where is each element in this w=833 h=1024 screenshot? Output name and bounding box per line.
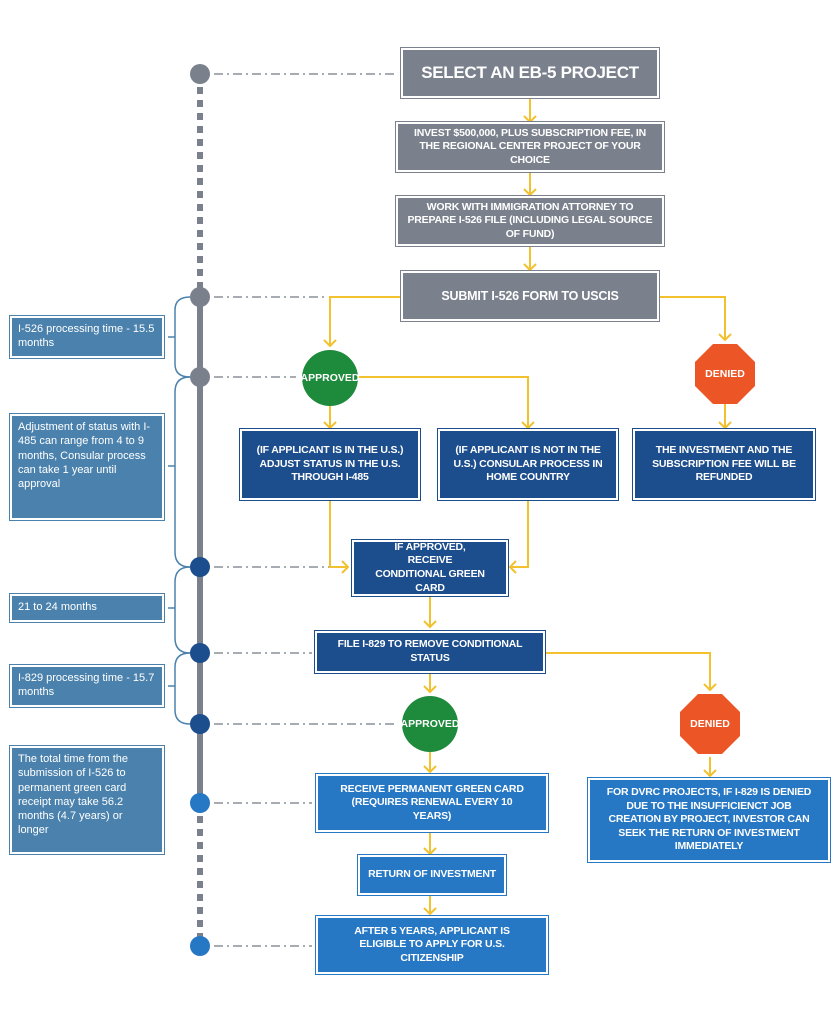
arrow-line xyxy=(329,500,348,568)
timeline-node xyxy=(190,557,210,577)
arrow-heads xyxy=(323,115,732,916)
step-citizenship: AFTER 5 YEARS, APPLICANT IS ELIGIBLE TO … xyxy=(318,918,546,972)
note-total-time: The total time from the submission of I-… xyxy=(12,748,162,852)
step-refund: THE INVESTMENT AND THE SUBSCRIPTION FEE … xyxy=(635,431,813,498)
step-consular-process: (IF APPLICANT IS NOT IN THE U.S.) CONSUL… xyxy=(440,431,616,498)
arrow-line xyxy=(545,652,711,690)
bracket-lines xyxy=(168,296,191,725)
timeline-node xyxy=(190,936,210,956)
arrow-head xyxy=(523,115,537,124)
arrow-head xyxy=(718,333,732,342)
approved-badge-i829: APPROVED xyxy=(401,696,459,752)
flow-arrows xyxy=(329,97,726,914)
step-permanent-green-card: RECEIVE PERMANENT GREEN CARD (REQUIRES R… xyxy=(318,776,546,830)
timeline-node xyxy=(190,793,210,813)
arrow-head xyxy=(703,683,717,692)
arrow-line xyxy=(658,296,726,340)
step-adjust-status: (IF APPLICANT IS IN THE U.S.) ADJUST STA… xyxy=(242,431,418,498)
arrow-head xyxy=(323,339,337,348)
arrow-head xyxy=(423,765,437,774)
step-file-i829: FILE I-829 TO REMOVE CONDITIONAL STATUS xyxy=(317,633,543,671)
approved-badge-i526: APPROVED xyxy=(301,350,359,406)
timeline-node xyxy=(190,714,210,734)
timeline-node xyxy=(190,643,210,663)
arrow-head xyxy=(523,188,537,197)
note-conditional-period: 21 to 24 months xyxy=(12,596,162,620)
step-prepare-i526: WORK WITH IMMIGRATION ATTORNEY TO PREPAR… xyxy=(398,198,662,244)
step-return-of-investment: RETURN OF INVESTMENT xyxy=(360,857,504,893)
arrow-head xyxy=(521,421,535,430)
arrow-head xyxy=(523,263,537,272)
note-i526-time: I-526 processing time - 15.5 months xyxy=(12,318,162,356)
step-select-project: SELECT AN EB-5 PROJECT xyxy=(403,50,657,96)
step-conditional-green-card: IF APPROVED, RECEIVE CONDITIONAL GREEN C… xyxy=(354,541,506,594)
arrow-head xyxy=(423,907,437,916)
bracket-i526 xyxy=(168,296,191,378)
bracket-conditional xyxy=(168,566,191,654)
timeline-dashdot-links xyxy=(214,73,397,947)
step-dvrc-denied: FOR DVRC PROJECTS, IF I-829 IS DENIED DU… xyxy=(590,780,828,860)
denied-badge-i526: DENIED xyxy=(695,344,755,404)
bracket-adjustment xyxy=(168,376,191,568)
arrow-line xyxy=(357,376,529,428)
timeline-node xyxy=(190,367,210,387)
arrow-head xyxy=(703,769,717,778)
arrow-line xyxy=(329,296,402,346)
timeline-node xyxy=(190,64,210,84)
timeline-nodes xyxy=(190,64,210,956)
arrow-head xyxy=(323,421,337,430)
arrow-head xyxy=(423,847,437,856)
arrow-head xyxy=(423,685,437,694)
arrow-head xyxy=(341,560,350,574)
step-submit-i526: SUBMIT I-526 FORM TO USCIS xyxy=(403,273,657,319)
arrow-head xyxy=(508,560,517,574)
note-i829-time: I-829 processing time - 15.7 months xyxy=(12,667,162,705)
denied-badge-i829: DENIED xyxy=(680,694,740,754)
timeline-node xyxy=(190,287,210,307)
arrow-head xyxy=(423,620,437,629)
note-adjustment-time: Adjustment of status with I-485 can rang… xyxy=(12,416,162,518)
step-invest: INVEST $500,000, PLUS SUBSCRIPTION FEE, … xyxy=(398,124,662,170)
bracket-i829 xyxy=(168,652,191,725)
arrow-head xyxy=(718,421,732,430)
arrow-line xyxy=(510,500,529,568)
